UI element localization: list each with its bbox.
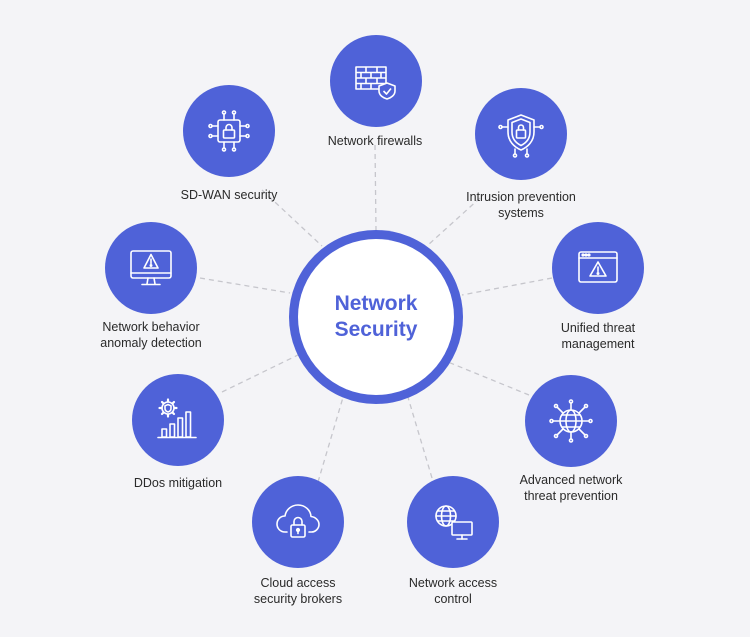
network-security-hub: Network Security <box>289 230 463 404</box>
label-sdwan-security: SD-WAN security <box>180 188 278 202</box>
node-cloud-access <box>252 476 344 568</box>
shield-lock-circuit-icon <box>498 114 544 158</box>
brick-wall-shield-icon <box>355 66 396 100</box>
connector-cloud-access <box>317 393 345 483</box>
label-network-access: Network access control <box>408 576 498 606</box>
connector-network-firewalls <box>374 144 377 231</box>
node-network-access <box>407 476 499 568</box>
label-cloud-access: Cloud access security brokers <box>253 576 343 606</box>
node-network-firewalls <box>330 35 422 127</box>
node-sdwan-security <box>183 85 275 177</box>
label-behavior-anomaly: Network behavior anomaly detection <box>100 320 202 350</box>
gear-shield-bar-chart-icon <box>157 398 197 439</box>
node-ddos-mitigation <box>132 374 224 466</box>
node-intrusion-prevention <box>475 88 567 180</box>
browser-warning-icon <box>578 251 618 283</box>
connector-network-access <box>406 393 433 479</box>
connector-intrusion-prevention <box>427 197 481 246</box>
connector-advanced-threat <box>447 361 530 396</box>
connector-sdwan <box>261 189 323 247</box>
connector-behavior-anomaly <box>199 277 291 294</box>
connector-ddos <box>221 353 301 393</box>
label-ddos-mitigation: DDos mitigation <box>133 476 223 490</box>
globe-network-icon <box>549 399 593 443</box>
hub-title: Network Security <box>334 292 418 341</box>
circuit-lock-icon <box>208 110 250 152</box>
label-advanced-threat: Advanced network threat prevention <box>519 473 623 503</box>
node-unified-threat <box>552 222 644 314</box>
node-advanced-threat <box>525 375 617 467</box>
label-network-firewalls: Network firewalls <box>327 134 423 148</box>
globe-monitor-icon <box>435 505 473 540</box>
label-unified-threat: Unified threat management <box>560 321 636 351</box>
node-behavior-anomaly <box>105 222 197 314</box>
connector-unified-threat <box>461 277 553 296</box>
label-intrusion-prevention: Intrusion prevention systems <box>466 190 576 220</box>
cloud-lock-icon <box>276 504 320 538</box>
monitor-warning-icon <box>130 250 172 286</box>
